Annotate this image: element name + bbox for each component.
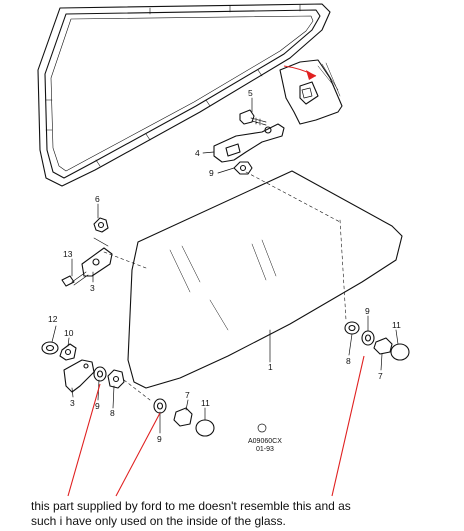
leader-lines xyxy=(51,97,399,434)
bracket-screw xyxy=(61,271,89,287)
callout-6: 6 xyxy=(95,194,100,204)
spacer xyxy=(59,343,77,361)
callout-10: 10 xyxy=(64,328,74,338)
window-weatherstrip-seal xyxy=(37,3,331,187)
assembly-lines xyxy=(103,171,347,401)
caption-line-1: this part supplied by ford to me doesn't… xyxy=(31,499,351,513)
callout-4: 4 xyxy=(195,148,200,158)
callout-7: 7 xyxy=(185,390,190,400)
callout-12: 12 xyxy=(48,314,58,324)
callout-8: 8 xyxy=(110,408,115,418)
reference-stamp: A09060CX 01-93 xyxy=(248,423,282,453)
latch-bracket-lower xyxy=(63,359,95,393)
callout-9: 9 xyxy=(209,168,214,178)
callout-8: 8 xyxy=(346,356,351,366)
callout-3: 3 xyxy=(90,283,95,293)
callout-13: 13 xyxy=(63,249,73,259)
callout-labels: 5 4 9 6 13 3 1 12 10 3 9 8 9 7 11 9 11 8… xyxy=(48,88,401,444)
seal-profile-detail xyxy=(279,59,343,125)
cap-middle xyxy=(195,419,215,437)
callout-3: 3 xyxy=(70,398,75,408)
stud-middle xyxy=(173,407,193,427)
callout-9: 9 xyxy=(365,306,370,316)
annotation-line-middle xyxy=(115,412,161,497)
callout-9: 9 xyxy=(157,434,162,444)
reference-code: A09060CX xyxy=(248,438,282,445)
callout-11: 11 xyxy=(392,320,401,330)
latch-bracket xyxy=(81,237,113,277)
grommet-right-upper xyxy=(344,321,360,335)
annotation-caption: this part supplied by ford to me doesn't… xyxy=(31,499,451,529)
annotation-line-left xyxy=(67,383,101,497)
grommet-right xyxy=(361,330,375,346)
callout-9: 9 xyxy=(95,401,100,411)
reference-date: 01-93 xyxy=(256,446,274,453)
arrow-icon xyxy=(306,70,316,80)
stud-right xyxy=(373,337,393,355)
callout-1: 1 xyxy=(268,362,273,372)
bush-left xyxy=(107,369,125,389)
callout-11: 11 xyxy=(201,398,210,408)
hinge-screw xyxy=(239,109,267,126)
caption-line-2: such i have only used on the inside of t… xyxy=(31,514,286,528)
washer xyxy=(41,341,59,355)
grommet-left xyxy=(93,366,107,382)
cap-right xyxy=(390,343,410,361)
grommet-middle xyxy=(153,398,167,414)
callout-5: 5 xyxy=(248,88,253,98)
hinge-assembly xyxy=(213,123,285,163)
annotation-lines xyxy=(67,65,365,497)
quarter-glass-panel xyxy=(127,170,403,389)
hinge-nut xyxy=(233,161,253,175)
annotation-line-right xyxy=(331,355,365,497)
callout-7: 7 xyxy=(378,371,383,381)
reference-symbol-icon xyxy=(257,423,267,433)
bracket-grommet xyxy=(93,217,109,233)
